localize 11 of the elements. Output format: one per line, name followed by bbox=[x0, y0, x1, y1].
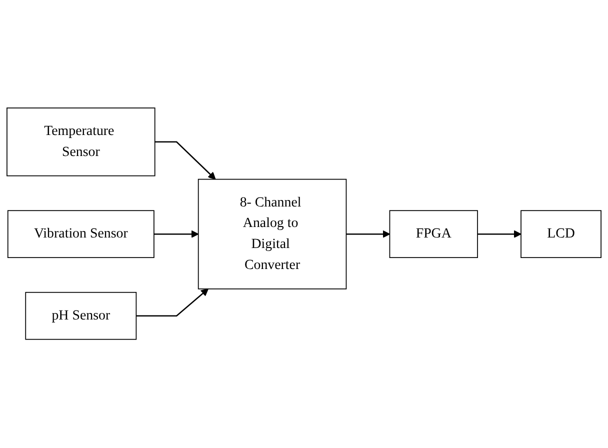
arrow bbox=[136, 288, 208, 317]
node-box: LCD bbox=[520, 210, 602, 258]
node-box: FPGA bbox=[389, 210, 478, 258]
arrow bbox=[346, 230, 390, 238]
arrow bbox=[154, 142, 216, 180]
node-box: pH Sensor bbox=[25, 292, 137, 340]
arrow bbox=[478, 230, 522, 238]
arrow bbox=[154, 230, 199, 238]
node-box: Temperature Sensor bbox=[6, 108, 156, 177]
node-box: Vibration Sensor bbox=[7, 210, 154, 258]
node-box: 8- Channel Analog to Digital Converter bbox=[198, 179, 347, 290]
